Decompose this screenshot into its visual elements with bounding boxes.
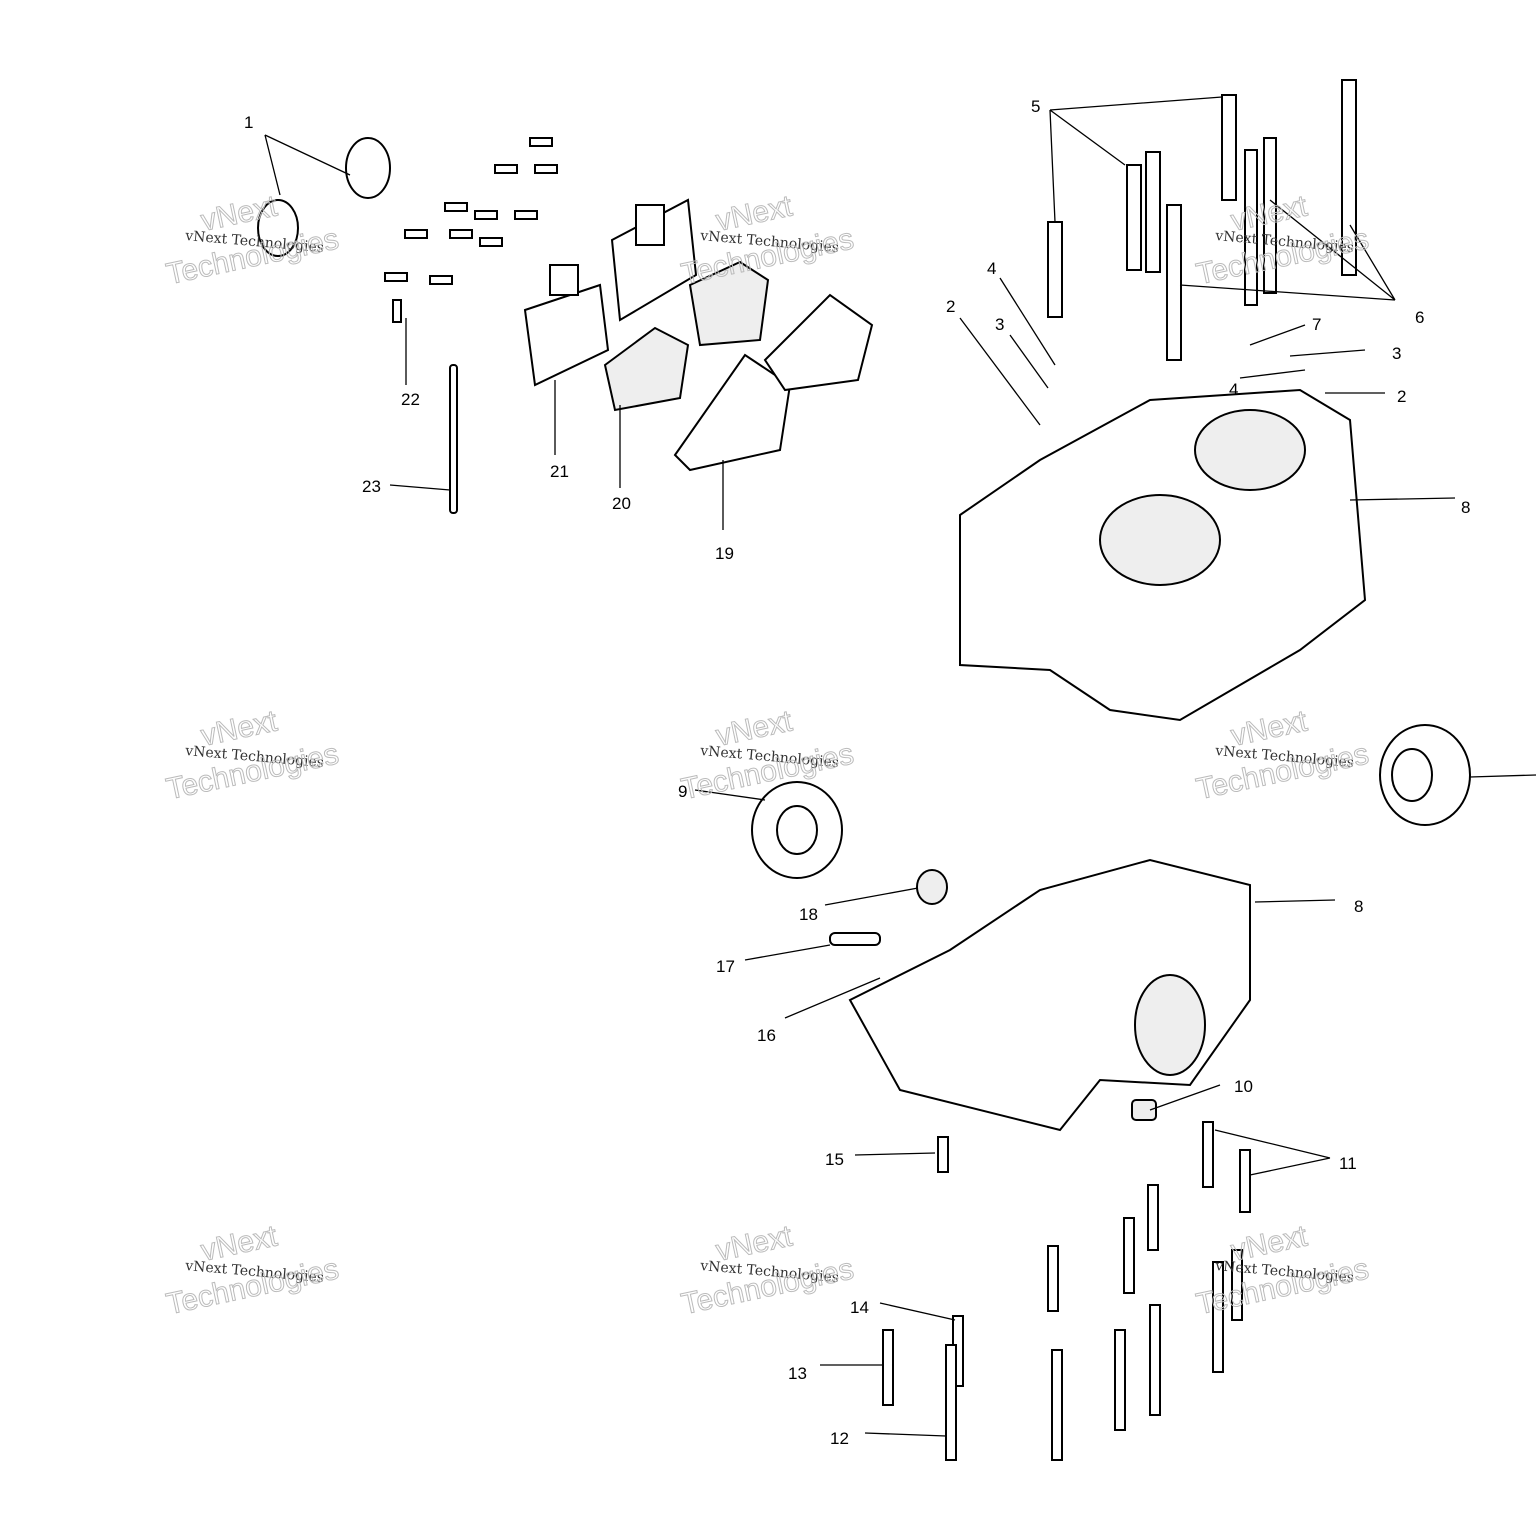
callout-13: 13 — [788, 1364, 807, 1383]
svg-text:vNext: vNext — [1228, 1219, 1311, 1267]
callout-4b: 4 — [1229, 380, 1238, 399]
callout-labels: 1 22 23 21 20 19 5 4 3 2 7 3 4 2 6 8 9 1… — [244, 97, 1470, 1448]
bushing — [916, 869, 948, 905]
bolts-small — [384, 137, 558, 323]
callout-12: 12 — [830, 1429, 849, 1448]
callout-2b: 2 — [1397, 387, 1406, 406]
drain-plug — [1131, 1099, 1157, 1121]
svg-text:vNext: vNext — [713, 1219, 796, 1267]
callout-20: 20 — [612, 494, 631, 513]
leader-lines — [264, 96, 1536, 1437]
callout-14: 14 — [850, 1298, 869, 1317]
reed-cages — [603, 260, 874, 472]
hose-clamps — [257, 137, 391, 257]
callout-2: 2 — [946, 297, 955, 316]
svg-text:vNext: vNext — [713, 704, 796, 752]
callout-17: 17 — [716, 957, 735, 976]
crankshaft-seal-right — [1379, 724, 1471, 826]
watermark: vNext Technologies vNext Technologies — [1193, 1219, 1372, 1322]
studs — [1047, 79, 1357, 361]
callout-10: 10 — [1234, 1077, 1253, 1096]
callout-23: 23 — [362, 477, 381, 496]
callout-22: 22 — [401, 390, 420, 409]
callout-9: 9 — [678, 782, 687, 801]
crankcase-bolts — [882, 1121, 1251, 1461]
callout-3: 3 — [995, 315, 1004, 334]
callout-15: 15 — [825, 1150, 844, 1169]
callout-3b: 3 — [1392, 344, 1401, 363]
callout-1: 1 — [244, 113, 253, 132]
callout-4: 4 — [987, 259, 996, 278]
watermark: vNext Technologies vNext Technologies — [678, 1219, 857, 1322]
watermark: vNext Technologies vNext Technologies — [1193, 704, 1372, 807]
callout-16: 16 — [757, 1026, 776, 1045]
upper-crankcase — [959, 388, 1367, 722]
lower-crankcase — [848, 858, 1251, 1132]
svg-text:vNext: vNext — [713, 189, 796, 237]
watermark: vNext Technologies vNext Technologies — [163, 1219, 342, 1322]
watermark: vNext Technologies vNext Technologies — [163, 704, 342, 807]
gasket-rod — [449, 364, 458, 514]
callout-7: 7 — [1312, 315, 1321, 334]
svg-text:vNext: vNext — [1228, 704, 1311, 752]
callout-8: 8 — [1461, 498, 1470, 517]
callout-19: 19 — [715, 544, 734, 563]
callout-21: 21 — [550, 462, 569, 481]
callout-18: 18 — [799, 905, 818, 924]
svg-text:vNext: vNext — [198, 704, 281, 752]
callout-11: 11 — [1339, 1154, 1357, 1173]
watermark: vNext Technologies vNext Technologies — [678, 704, 857, 807]
callout-6: 6 — [1415, 308, 1424, 327]
elbow-fitting — [829, 932, 881, 946]
callout-5: 5 — [1031, 97, 1040, 116]
svg-text:vNext: vNext — [198, 1219, 281, 1267]
crankshaft-seal-left — [751, 781, 843, 879]
reed-valve-adapters — [523, 198, 698, 387]
watermark: vNext Technologies vNext Technologies — [163, 189, 342, 292]
callout-8b: 8 — [1354, 897, 1363, 916]
watermark: vNext Technologies vNext Technologies — [678, 189, 857, 292]
